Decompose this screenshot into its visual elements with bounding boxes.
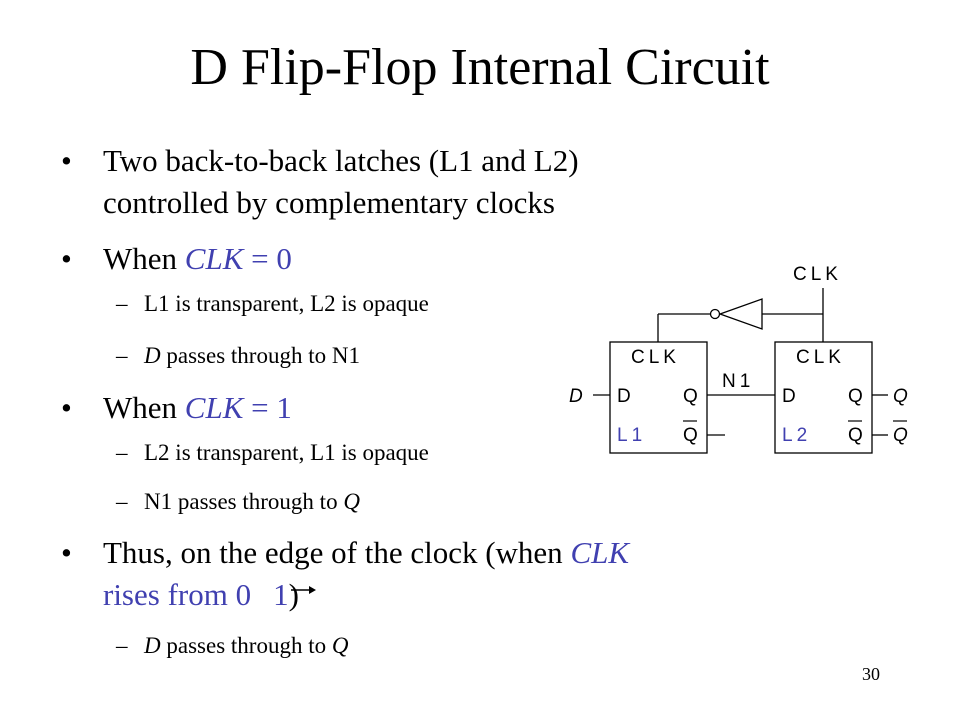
bullet-4-one: 1	[273, 577, 289, 612]
flip-flop-diagram: CLK CLK D Q L1 Q CLK D Q L2 Q D N1 Q Q	[569, 264, 912, 454]
bullet-2-clk: CLK	[184, 241, 244, 276]
sub-4-1-d: D	[144, 633, 161, 658]
sub-4-1-q: Q	[331, 633, 349, 658]
output-qbar-label: Q	[893, 425, 912, 446]
latch-1-qbar: Q	[683, 425, 702, 446]
latch-2-clk: CLK	[796, 347, 845, 368]
bullet-2: • When CLK = 0	[61, 240, 292, 277]
output-q-label: Q	[893, 386, 912, 407]
sub-dash: –	[116, 633, 128, 658]
latch-2-q: Q	[848, 386, 867, 407]
sub-2-2-d: D	[144, 343, 161, 368]
bullet-1-line2: controlled by complementary clocks	[103, 185, 555, 220]
sub-3-2-prefix: N1 passes through to	[144, 489, 344, 514]
n1-label: N1	[722, 371, 754, 392]
bullet-4-close: )	[288, 577, 299, 612]
sub-dash: –	[116, 489, 128, 514]
inverter-icon	[718, 298, 763, 330]
sub-2-2-rest: passes through to N1	[160, 343, 360, 368]
bullet-4-prefix: Thus, on the edge of the clock (when	[103, 535, 571, 570]
latch-2-qbar: Q	[848, 425, 867, 446]
bullet-2-prefix: When	[103, 241, 185, 276]
bullet-dot: •	[61, 143, 72, 178]
latch-2-d: D	[782, 386, 800, 407]
latch-1-q: Q	[683, 386, 702, 407]
bullet-dot: •	[61, 535, 72, 570]
latch-2-name: L2	[782, 425, 811, 446]
input-d-label: D	[569, 386, 587, 407]
bullet-4-rises: rises from 0	[103, 577, 252, 612]
sub-dash: –	[116, 440, 128, 465]
sub-2-1: – L1 is transparent, L2 is opaque	[116, 290, 429, 318]
bullet-dot: •	[61, 241, 72, 276]
bullet-1: • Two back-to-back latches (L1 and L2)	[61, 142, 579, 179]
latch-2-box	[774, 341, 873, 454]
bullet-dot: •	[61, 390, 72, 425]
sub-3-2-q: Q	[343, 489, 360, 514]
bullet-3-clk: CLK	[184, 390, 244, 425]
sub-dash: –	[116, 343, 128, 368]
clk-top-label: CLK	[793, 264, 842, 285]
bullet-1-line1: Two back-to-back latches (L1 and L2)	[103, 143, 579, 178]
latch-1-box	[609, 341, 708, 454]
inverter-bubble-icon	[709, 308, 721, 320]
bullet-4: • Thus, on the edge of the clock (when C…	[61, 534, 630, 571]
right-arrow-icon	[291, 586, 316, 594]
bullet-3-prefix: When	[103, 390, 185, 425]
bullet-4-clk: CLK	[570, 535, 630, 570]
sub-3-1-text: L2 is transparent, L1 is opaque	[144, 440, 429, 465]
slide-title: D Flip-Flop Internal Circuit	[190, 39, 770, 96]
latch-1-clk: CLK	[631, 347, 680, 368]
sub-3-1: – L2 is transparent, L1 is opaque	[116, 439, 429, 467]
latch-1-name: L1	[617, 425, 646, 446]
bullet-1-cont: controlled by complementary clocks	[103, 184, 555, 221]
bullet-4-cont: rises from 0 1)	[103, 576, 299, 613]
bullet-3: • When CLK = 1	[61, 389, 292, 426]
sub-2-1-text: L1 is transparent, L2 is opaque	[144, 291, 429, 316]
sub-4-1: – D passes through to Q	[116, 632, 349, 660]
sub-3-2: – N1 passes through to Q	[116, 488, 360, 516]
sub-dash: –	[116, 291, 128, 316]
latch-1-d: D	[617, 386, 635, 407]
sub-2-2: – D passes through to N1	[116, 342, 360, 370]
page-number: 30	[862, 664, 880, 684]
bullet-3-rest: = 1	[243, 390, 292, 425]
sub-4-1-mid: passes through to	[160, 633, 332, 658]
bullet-2-rest: = 0	[243, 241, 292, 276]
